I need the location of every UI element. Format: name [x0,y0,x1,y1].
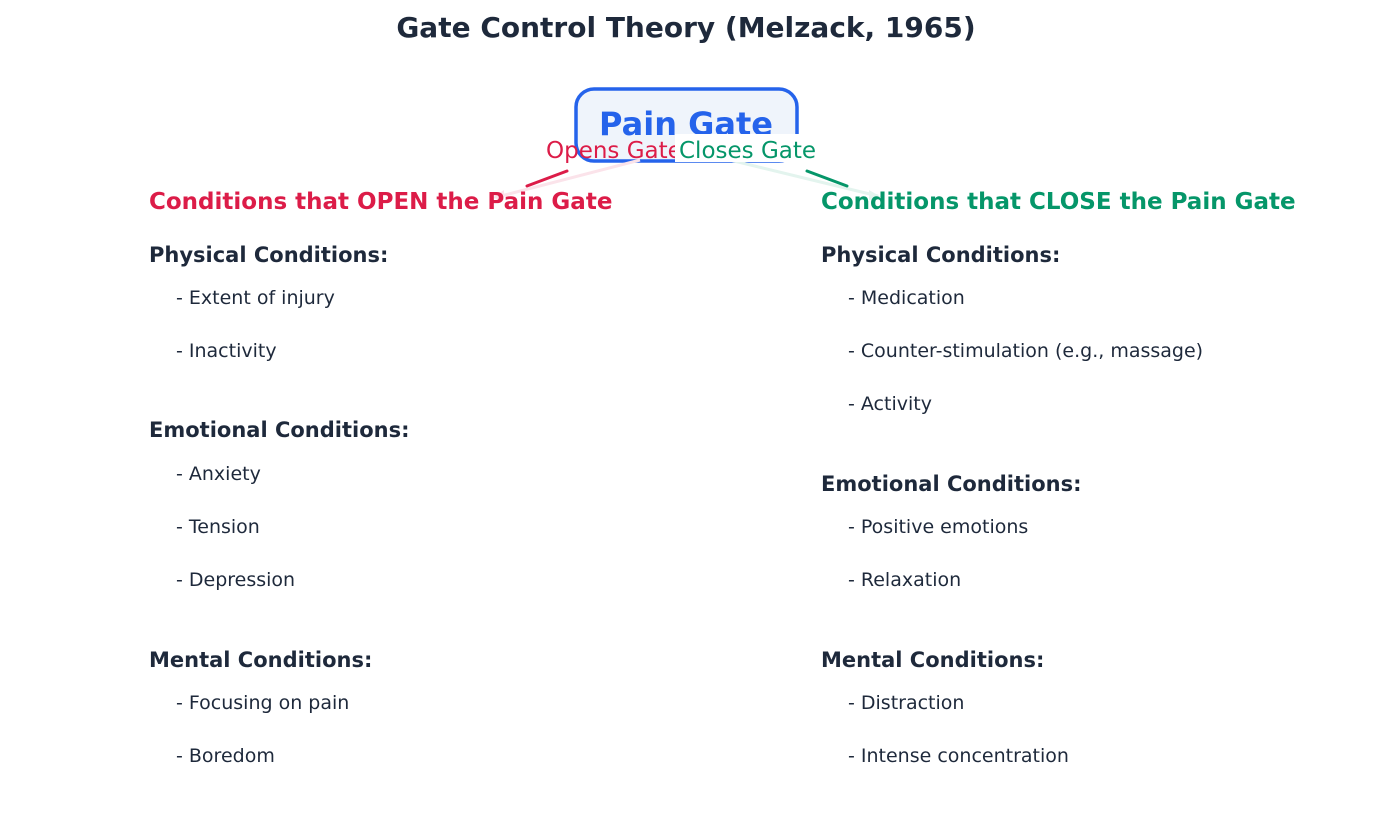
list-item: - Inactivity [176,340,277,362]
open-conditions-column: Conditions that OPEN the Pain Gate Physi… [149,189,612,767]
section-heading: Physical Conditions: [821,243,1060,267]
closes-gate-label: Closes Gate [679,138,816,164]
section-heading: Mental Conditions: [149,648,372,672]
opens-gate-arrow-line [525,169,569,188]
closes-gate-arrow-head [869,190,881,200]
list-item: - Anxiety [176,463,261,485]
list-item: - Positive emotions [848,516,1028,538]
closes-gate-arrow-line [805,169,849,188]
list-item: - Distraction [848,692,964,714]
list-item: - Depression [176,569,295,591]
section-heading: Physical Conditions: [149,243,388,267]
list-item: - Relaxation [848,569,961,591]
section-heading: Emotional Conditions: [821,472,1081,496]
list-item: - Intense concentration [848,745,1069,767]
open-column-heading: Conditions that OPEN the Pain Gate [149,189,612,215]
section-heading: Emotional Conditions: [149,418,409,442]
list-item: - Medication [848,287,965,309]
pain-gate-node: Pain Gate [574,87,799,163]
opens-gate-arrow-head [492,190,504,200]
open-physical-section: Physical Conditions: - Extent of injury … [149,243,388,362]
close-physical-section: Physical Conditions: - Medication - Coun… [821,243,1203,415]
closes-gate-arrow [729,158,881,200]
close-mental-section: Mental Conditions: - Distraction - Inten… [821,648,1069,767]
list-item: - Tension [176,516,260,538]
open-emotional-section: Emotional Conditions: - Anxiety - Tensio… [149,418,409,591]
opens-gate-arrow-shadow [496,158,641,199]
close-conditions-column: Conditions that CLOSE the Pain Gate Phys… [821,189,1296,767]
closes-gate-arrow-shadow [729,158,879,198]
close-emotional-section: Emotional Conditions: - Positive emotion… [821,472,1081,591]
open-mental-section: Mental Conditions: - Focusing on pain - … [149,648,372,767]
list-item: - Extent of injury [176,287,335,309]
list-item: - Activity [848,393,932,415]
diagram-title: Gate Control Theory (Melzack, 1965) [396,11,975,44]
close-column-heading: Conditions that CLOSE the Pain Gate [821,189,1296,215]
list-item: - Boredom [176,745,275,767]
list-item: - Focusing on pain [176,692,349,714]
closes-gate-label-backing [675,134,825,162]
opens-gate-label: Opens Gate [546,138,682,164]
section-heading: Mental Conditions: [821,648,1044,672]
opens-gate-arrow [492,158,641,200]
list-item: - Counter-stimulation (e.g., massage) [848,340,1203,362]
